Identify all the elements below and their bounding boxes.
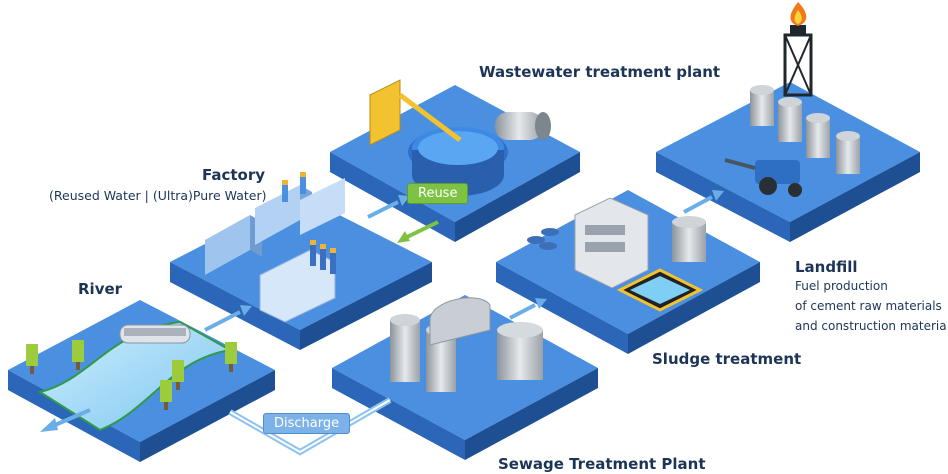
label-factory: Factory [202, 166, 265, 184]
label-sludge: Sludge treatment [652, 350, 801, 368]
label-river: River [78, 280, 122, 298]
label-sewage: Sewage Treatment Plant [498, 455, 706, 473]
label-landfill: Landfill [795, 258, 858, 276]
reuse-tag: Reuse [407, 183, 468, 204]
landfill-desc-line3: and construction materia [795, 317, 947, 336]
landfill-desc-line1: Fuel production [795, 277, 888, 296]
label-factory-sub: (Reused Water | (Ultra)Pure Water) [49, 188, 267, 203]
discharge-tag: Discharge [263, 413, 350, 434]
landfill-desc-line2: of cement raw materials [795, 297, 942, 316]
label-wastewater: Wastewater treatment plant [479, 63, 720, 81]
